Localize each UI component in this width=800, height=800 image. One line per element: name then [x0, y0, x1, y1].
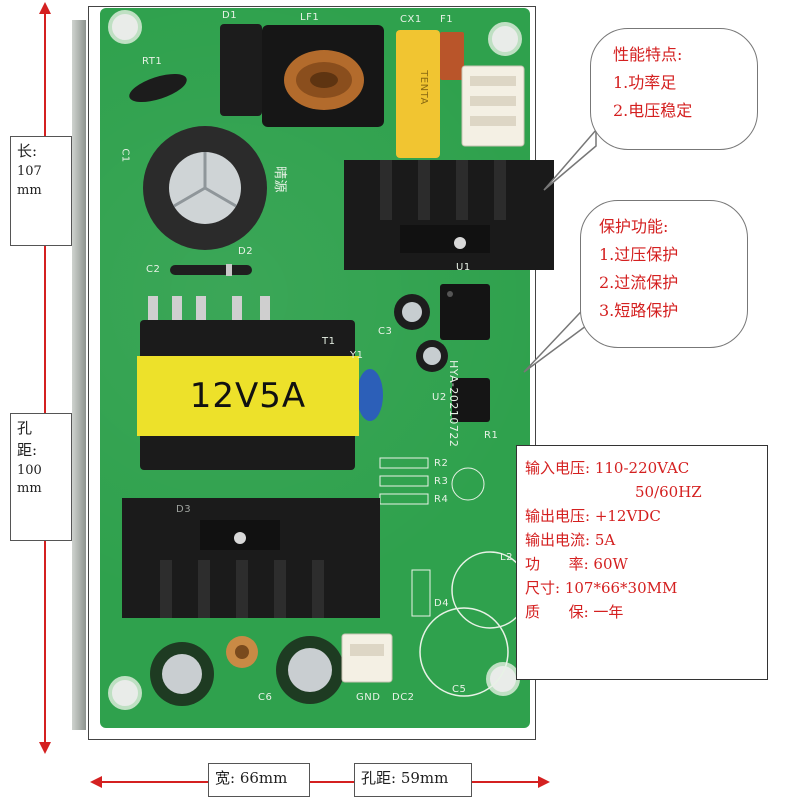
protection-item-2: 2.过流保护: [599, 273, 679, 292]
features-title: 性能特点:: [613, 45, 683, 64]
silk-fuse-brand: TENTA: [417, 70, 429, 105]
silk-u1: U1: [456, 262, 471, 273]
features-callout: 性能特点: 1.功率足 2.电压稳定: [590, 28, 758, 150]
hole-distance-vertical-value: 100: [17, 462, 42, 478]
hole-distance-horizontal-box: 孔距: 59mm: [354, 763, 472, 797]
protection-item-3: 3.短路保护: [599, 301, 679, 320]
length-label: 长:: [17, 142, 38, 160]
mounting-hole-bottom-left: [108, 676, 142, 710]
hole-distance-line-right: [470, 781, 540, 783]
hole-distance-horizontal-label: 孔距: 59mm: [361, 769, 449, 787]
silk-c2: C2: [146, 264, 161, 275]
silk-dc2: DC2: [392, 692, 415, 703]
features-item-2: 2.电压稳定: [613, 101, 693, 120]
silk-r1: R1: [484, 430, 499, 441]
width-arrow-left: [90, 776, 102, 788]
silk-brand: 晴源: [272, 165, 288, 194]
silk-c6: C6: [258, 692, 273, 703]
features-item-1: 1.功率足: [613, 73, 677, 92]
width-label-box: 宽: 66mm: [208, 763, 310, 797]
hole-distance-arrow-right: [538, 776, 550, 788]
width-dimension-line-right: [308, 781, 356, 783]
length-value: 107: [17, 163, 42, 179]
features-callout-pointer: [543, 127, 597, 191]
silk-l2: L2: [500, 552, 513, 563]
component-d1: [220, 24, 262, 116]
length-arrow-bottom: [39, 742, 51, 754]
silk-cx1: CX1: [400, 14, 422, 25]
silk-c3: C3: [378, 326, 393, 337]
spec-output-voltage: 输出电压: +12VDC: [525, 507, 661, 525]
silk-gnd: GND: [356, 692, 381, 703]
length-label-box: 长: 107 mm: [10, 136, 72, 246]
hole-distance-vertical-unit: mm: [17, 481, 42, 497]
hole-distance-vertical-label-2: 距:: [17, 440, 38, 459]
silk-d4: D4: [434, 598, 450, 609]
silk-d2: D2: [238, 246, 254, 257]
optocoupler-u2: [452, 378, 490, 422]
mounting-hole-top-left: [108, 10, 142, 44]
spec-size: 尺寸: 107*66*30MM: [525, 579, 678, 597]
silk-r3: R3: [434, 476, 449, 487]
silk-u2: U2: [432, 392, 447, 403]
spec-warranty: 质 保: 一年: [525, 603, 624, 621]
thermistor-rt1: [129, 74, 187, 102]
length-dimension-line: [44, 12, 46, 148]
silk-model: HYA-20210722: [447, 360, 460, 448]
silk-d3: D3: [176, 504, 192, 515]
hole-distance-vertical-label-1: 孔: [17, 419, 33, 437]
spec-box: 输入电压: 110-220VAC 50/60HZ 输出电压: +12VDC 输出…: [516, 445, 768, 680]
spec-input-voltage: 输入电压: 110-220VAC: [525, 459, 690, 477]
diode-d2: [170, 265, 252, 275]
heatsink-top: [344, 160, 554, 270]
silk-f1: F1: [440, 14, 454, 25]
silk-rt1: RT1: [142, 56, 163, 67]
output-connector: [341, 633, 393, 683]
protection-title: 保护功能:: [599, 217, 669, 236]
fuse-f1: [440, 32, 464, 80]
silk-c5: C5: [452, 684, 467, 695]
silk-r2: R2: [434, 458, 449, 469]
silk-lf1: LF1: [300, 12, 320, 23]
spec-input-frequency: 50/60HZ: [635, 483, 702, 501]
width-label: 宽: 66mm: [215, 769, 288, 787]
transformer-label: 12V5A: [137, 356, 359, 436]
silk-c1: C1: [119, 148, 131, 163]
x-capacitor-cx1: [396, 30, 440, 158]
length-arrow-top: [39, 2, 51, 14]
spec-output-current: 输出电流: 5A: [525, 531, 616, 549]
width-dimension-line: [100, 781, 210, 783]
resistor-r2: [379, 457, 429, 469]
silk-r4: R4: [434, 494, 449, 505]
spec-power: 功 率: 60W: [525, 555, 628, 573]
protection-callout: 保护功能: 1.过压保护 2.过流保护 3.短路保护: [580, 200, 748, 348]
length-unit: mm: [17, 182, 42, 198]
silk-t1: T1: [322, 336, 336, 347]
resistor-r4: [379, 493, 429, 505]
ic-u1: [440, 284, 490, 340]
hole-distance-vertical-box: 孔 距: 100 mm: [10, 413, 72, 541]
board-shadow: [72, 20, 86, 730]
protection-item-1: 1.过压保护: [599, 245, 679, 264]
silk-d1: D1: [222, 10, 238, 21]
mounting-hole-top-right: [488, 22, 522, 56]
resistor-r3: [379, 475, 429, 487]
silk-y1: Y1: [350, 350, 364, 361]
y-capacitor: [357, 369, 383, 421]
